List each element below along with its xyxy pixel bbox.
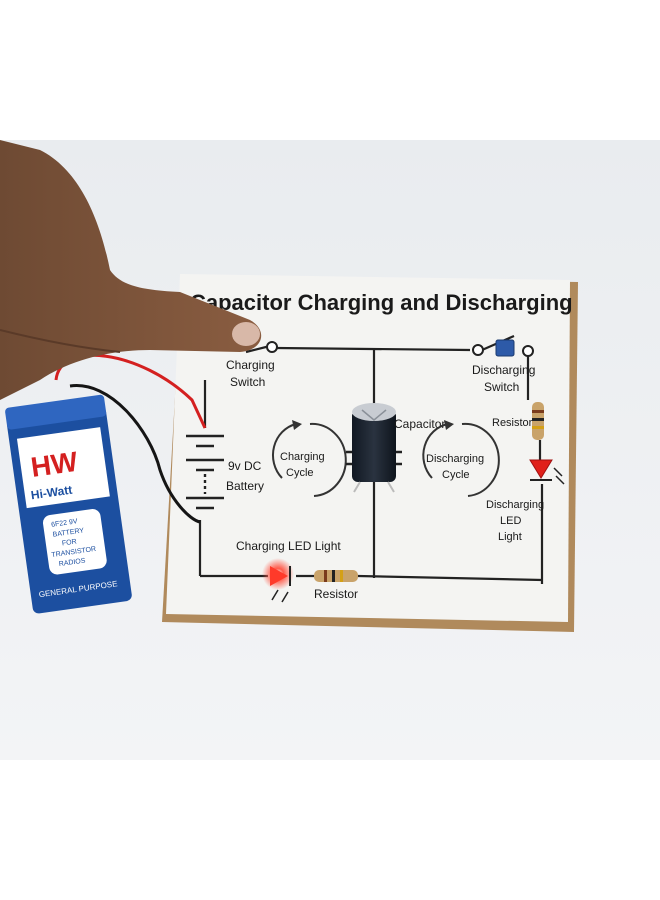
discharging-resistor — [532, 402, 544, 440]
discharging-cycle-label-1: Discharging — [426, 453, 484, 465]
discharging-cycle-arrows — [422, 422, 500, 497]
charging-cycle-arrows — [272, 422, 347, 497]
circuit-board: Capacitor Charging and Discharging — [162, 274, 578, 632]
circuit-wires — [198, 334, 544, 584]
resistor-bottom-label: Resistor — [314, 587, 358, 601]
capacitor-component — [346, 403, 402, 493]
charging-cycle-arrowhead — [292, 420, 302, 430]
battery-label-2: Battery — [226, 479, 264, 493]
charging-led — [262, 558, 294, 603]
discharging-cycle-label-2: Cycle — [442, 469, 470, 481]
discharging-switch-label-1: Discharging — [472, 363, 535, 377]
hi-watt-9v-battery: HW Hi-Watt 6F22 9V BATTERY FOR TRANSISTO… — [5, 394, 132, 614]
battery-brand-name: Hi-Watt — [30, 483, 73, 503]
charging-led-label: Charging LED Light — [236, 539, 341, 553]
discharging-led-label-2: LED — [500, 515, 521, 527]
resistor-top-label: Resistor — [492, 417, 533, 429]
battery-spec-3: FOR — [62, 539, 78, 548]
battery-spec-5: RADIOS — [58, 557, 86, 568]
board-title: Capacitor Charging and Discharging — [190, 290, 573, 315]
discharging-cycle-arrowhead — [444, 420, 454, 430]
discharging-led-label-1: Discharging — [486, 499, 544, 511]
discharging-switch-terminal-right — [522, 345, 534, 357]
discharging-switch-label-2: Switch — [484, 380, 519, 394]
charging-cycle-label-2: Cycle — [286, 467, 314, 479]
battery-logo: HW — [29, 446, 80, 483]
battery-spec-1: 6F22 9V — [51, 518, 79, 529]
battery-spec-2: BATTERY — [52, 527, 85, 538]
pointing-hand — [0, 140, 262, 400]
discharging-switch-terminal-left — [472, 344, 484, 356]
charging-switch-label-2: Switch — [230, 375, 265, 389]
battery-symbol — [186, 434, 224, 510]
charging-switch-terminal — [266, 341, 278, 353]
charging-resistor — [314, 570, 358, 582]
charging-cycle-label-1: Charging — [280, 451, 325, 463]
fingernail — [232, 322, 260, 346]
discharging-led — [529, 459, 565, 485]
capacitor-label: Capacitor — [394, 417, 445, 431]
discharging-push-button[interactable] — [495, 339, 515, 357]
charging-switch-label-1: Charging — [226, 358, 275, 372]
discharging-led-label-3: Light — [498, 531, 522, 543]
battery-label-1: 9v DC — [228, 459, 262, 473]
